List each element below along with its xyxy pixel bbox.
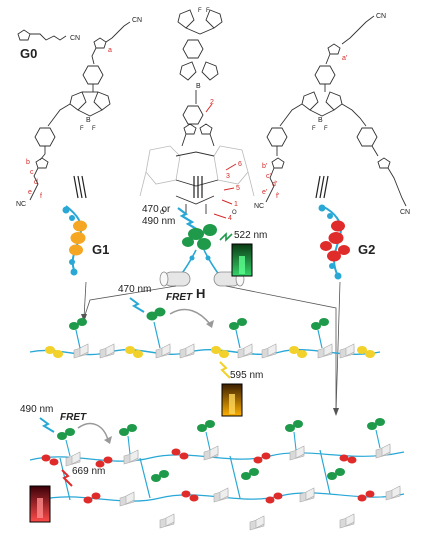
g0-nc-label: NC (16, 201, 26, 208)
equivalence-bars (73, 175, 329, 199)
excitation-arrow-mid (129, 297, 145, 313)
g2-label: G2 (358, 242, 375, 257)
g2-pos-a: a' (342, 55, 347, 62)
fret-arrow-bottom (77, 422, 109, 441)
g0-pos-d: d (34, 179, 38, 186)
g0-cn-top-label: CN (132, 17, 142, 24)
host-oxygen-2: O (232, 210, 237, 216)
host-pos-5: 5 (236, 185, 240, 192)
g2-pos-f: f' (276, 193, 279, 200)
g0-label: G0 (20, 46, 37, 61)
g1-h-assembly: 470 nm FRET 595 nm (29, 284, 381, 417)
host-fluorine-2: F (206, 8, 210, 14)
g2-boron: B (318, 117, 323, 124)
host-pos-3: 3 (226, 173, 230, 180)
host-pos-1: 1 (234, 201, 238, 208)
fret-arrow-mid (169, 308, 211, 325)
fret-label-bottom: FRET (60, 412, 87, 423)
emission-label-top: 522 nm (234, 230, 267, 241)
g2-cn-top-label: CN (376, 13, 386, 20)
excitation-arrow-top (177, 207, 199, 231)
host-boron: B (196, 83, 201, 90)
host-structure: F F B 2 6 3 5 1 4 O O (139, 8, 255, 222)
guide-lines (81, 281, 341, 416)
excitation-arrow-bottom (39, 417, 55, 433)
host-fluorine-1: F (198, 8, 202, 14)
g0-pos-e: e (28, 189, 32, 196)
excitation-label-bottom: 490 nm (20, 404, 53, 415)
g2-fluorine-2: F (324, 126, 328, 132)
g0-pos-b: b (26, 159, 30, 166)
g0-fluorine-2: F (92, 126, 96, 132)
g0-boron: B (86, 117, 91, 124)
emission-arrow-mid (219, 361, 231, 379)
host-label: H (196, 286, 205, 301)
g2-structure: CN a' B F F b' c' d' e' f' NC CN (254, 13, 410, 216)
emission-label-bottom: 669 nm (72, 466, 105, 477)
g2-cn-right-label: CN (400, 209, 410, 216)
host-pos-4: 4 (228, 215, 232, 222)
host-cartoon: 470 or 490 nm H 522 nm (142, 204, 267, 301)
emission-arrow-bottom (61, 469, 73, 487)
g2-cartoon: G2 (318, 204, 375, 280)
excitation-label-top-2: 490 nm (142, 216, 175, 227)
host-pos-2: 2 (210, 99, 214, 106)
g2-fluorine-1: F (312, 126, 316, 132)
g1-label: G1 (92, 242, 109, 257)
g0-cn-label: CN (70, 35, 80, 42)
g2-pos-e: e' (262, 189, 267, 196)
g2-pos-b: b' (262, 163, 267, 170)
emission-label-mid: 595 nm (230, 370, 263, 381)
g0-pos-f: f (40, 193, 42, 200)
host-pos-6: 6 (238, 161, 242, 168)
g2-h-network: 490 nm FRET 669 nm (20, 404, 405, 531)
g0-fluorine-1: F (80, 126, 84, 132)
excitation-label-top-1: 470 or (142, 204, 171, 215)
g0-structure: G0 CN a CN B F F b c d e f NC (16, 17, 142, 208)
emission-arrow-top (219, 232, 233, 242)
excitation-label-mid: 470 nm (118, 284, 151, 295)
g2-pos-c: c' (266, 173, 271, 180)
g2-pos-d: d' (272, 181, 277, 188)
g0-pos-a: a (108, 47, 112, 54)
host-oxygen-1: O (160, 210, 165, 216)
g2-nc-label: NC (254, 203, 264, 210)
g1-cartoon: G1 (62, 205, 109, 276)
g0-pos-c: c (30, 169, 34, 176)
fret-label-mid: FRET (166, 292, 193, 303)
